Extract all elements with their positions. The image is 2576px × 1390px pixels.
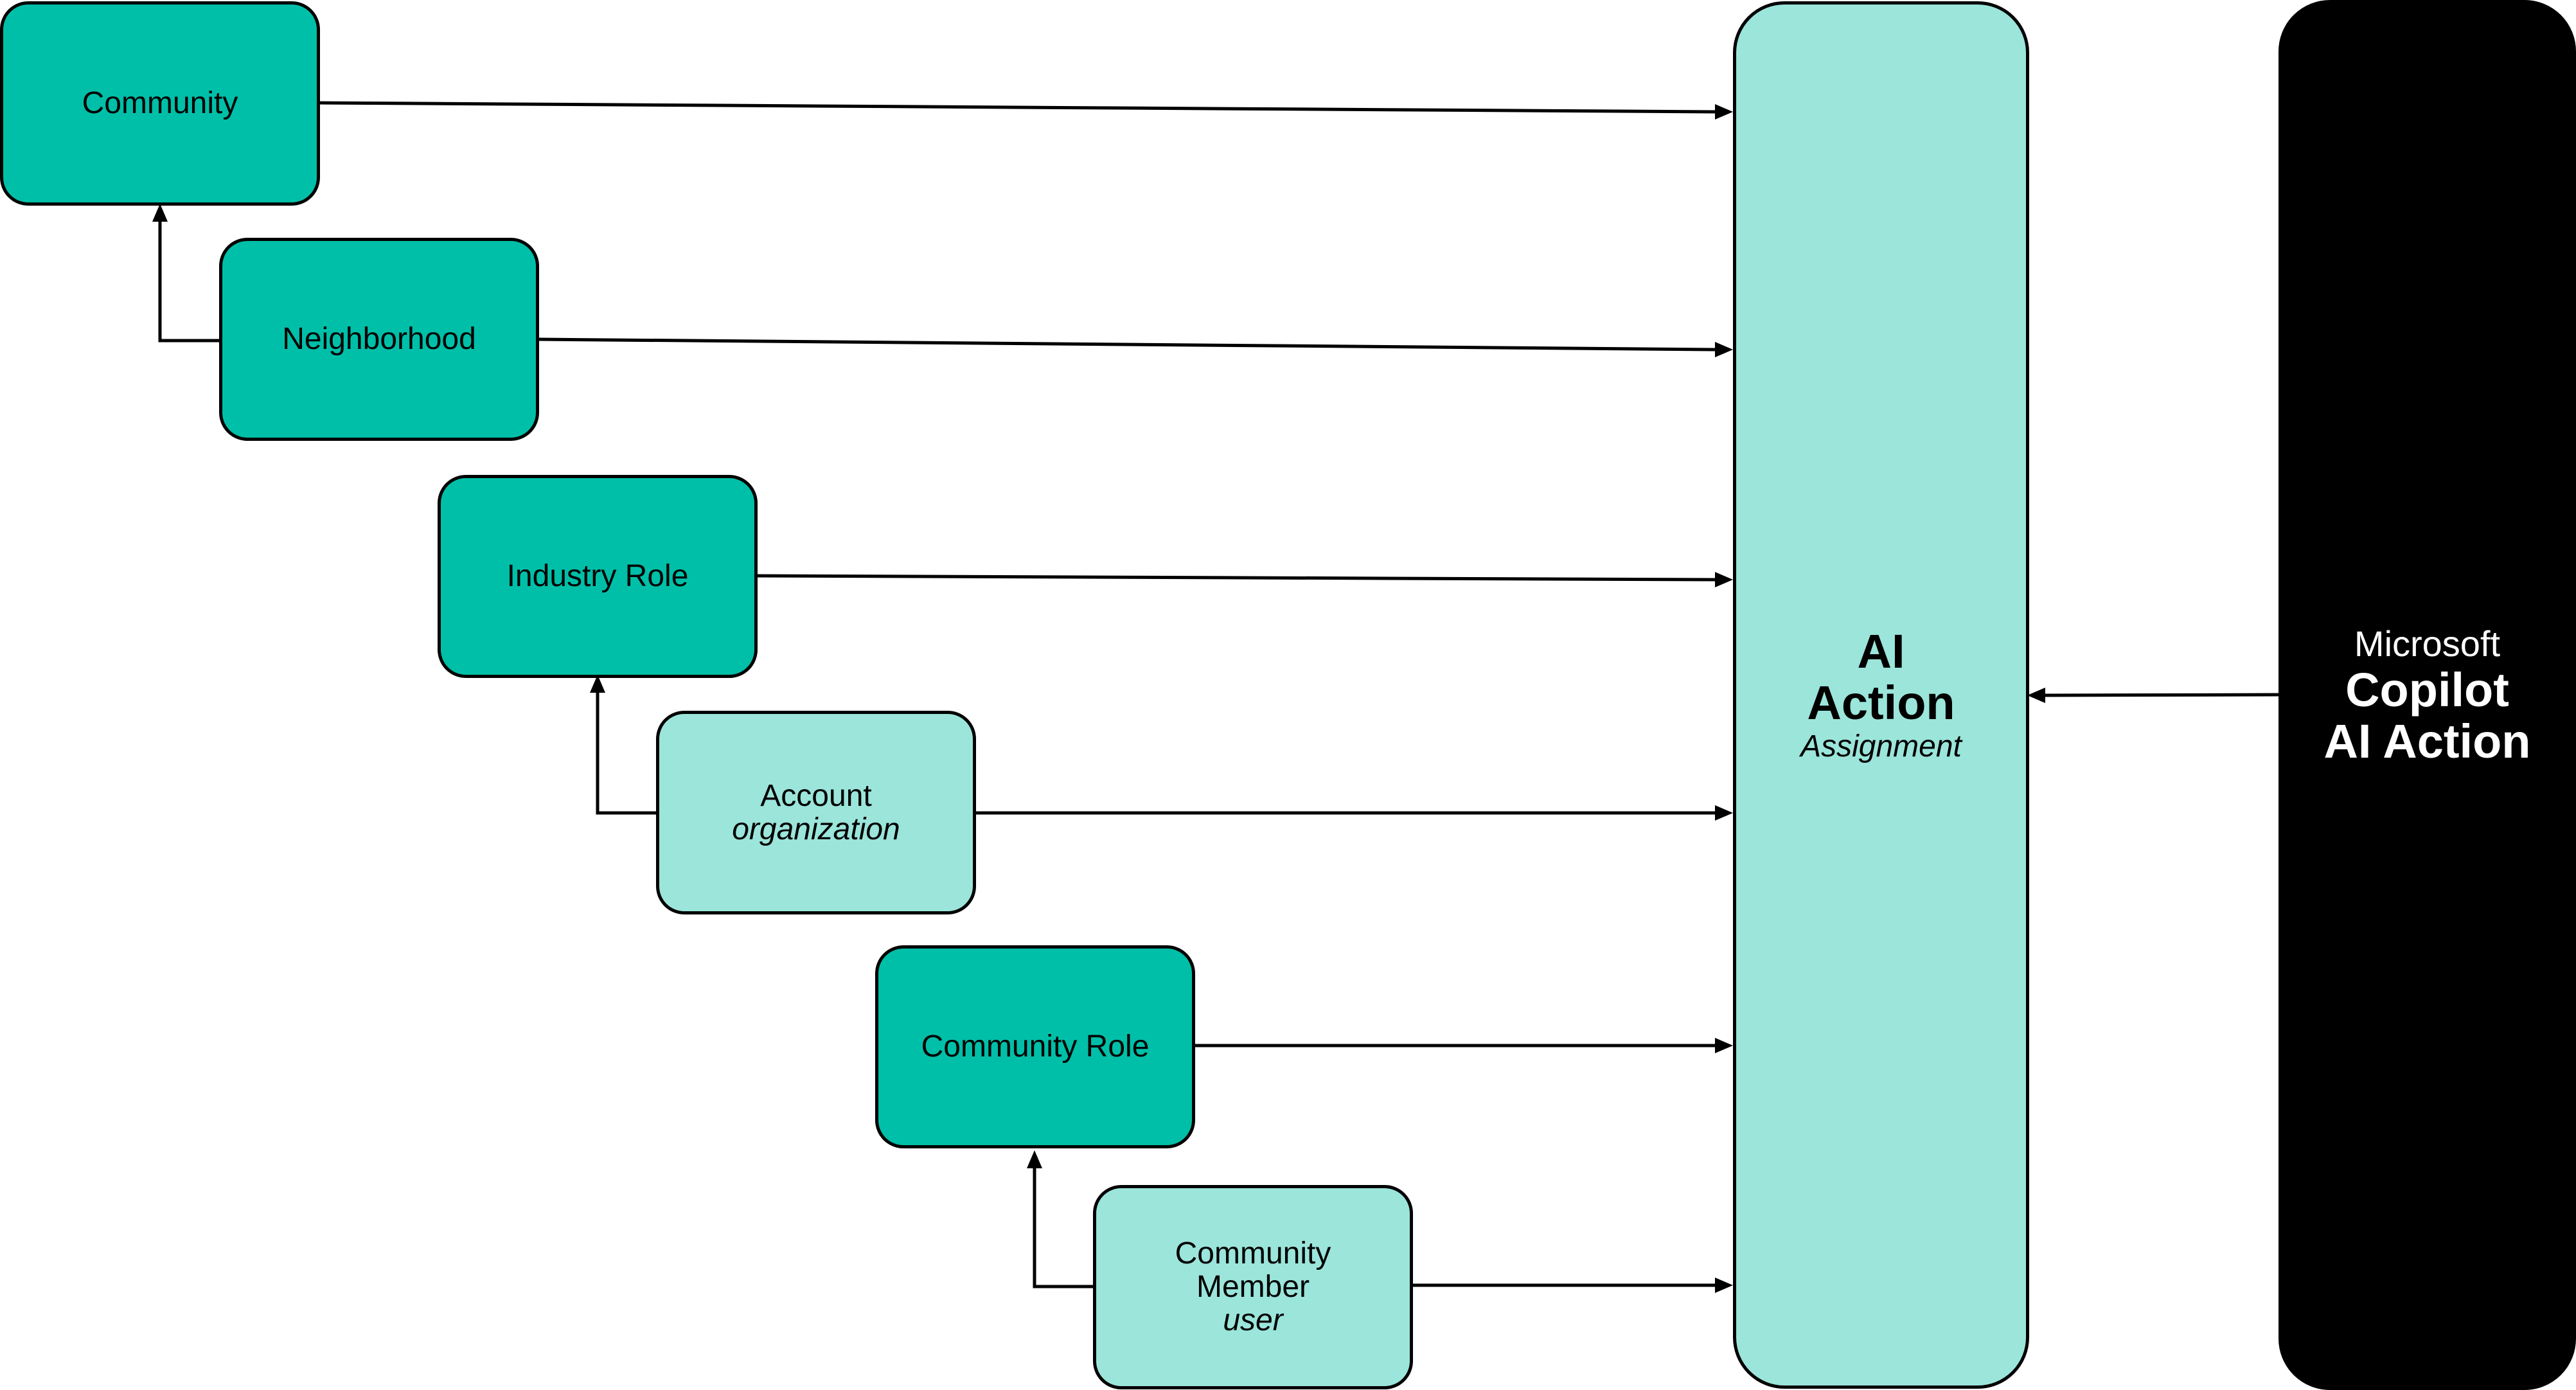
account-sublabel: organization: [732, 812, 900, 846]
community-node[interactable]: Community: [0, 1, 320, 206]
arrow-community-to-ai-action: [317, 101, 1716, 114]
community-member-label-line2: Member: [1196, 1270, 1310, 1304]
arrowhead-community-role: [1715, 1038, 1733, 1053]
copilot-microsoft-label: Microsoft: [2354, 623, 2501, 664]
arrowhead-neighborhood: [1715, 342, 1733, 357]
arrow-neighborhood-to-community: [158, 218, 220, 343]
arrow-neighborhood-to-ai-action: [538, 337, 1716, 352]
arrowhead-account: [1715, 805, 1733, 821]
arrowhead-member-up: [1027, 1150, 1042, 1168]
ai-action-subtitle: Assignment: [1800, 729, 1962, 763]
neighborhood-label: Neighborhood: [282, 322, 476, 356]
industry-role-node[interactable]: Industry Role: [438, 475, 758, 678]
community-role-node[interactable]: Community Role: [875, 945, 1195, 1148]
ai-action-assignment-node[interactable]: AI Action Assignment: [1733, 1, 2029, 1389]
arrowhead-community-member: [1715, 1278, 1733, 1293]
ai-action-title-line2: Action: [1807, 675, 1955, 729]
arrow-member-to-community-role: [1033, 1165, 1095, 1288]
account-node[interactable]: Account organization: [656, 711, 976, 914]
arrow-industry-role-to-ai-action: [756, 574, 1716, 582]
copilot-title: Copilot: [2345, 663, 2509, 717]
arrowhead-community: [1715, 104, 1733, 120]
arrow-account-to-industry-role: [596, 690, 658, 815]
account-label: Account: [760, 778, 872, 813]
community-role-label: Community Role: [921, 1029, 1150, 1064]
arrowhead-industry-role: [1715, 572, 1733, 587]
arrowhead-account-up: [590, 675, 605, 693]
ai-action-title-line1: AI: [1857, 624, 1905, 678]
arrowhead-copilot: [2027, 688, 2045, 703]
community-member-node[interactable]: Community Member user: [1093, 1185, 1413, 1389]
neighborhood-node[interactable]: Neighborhood: [219, 238, 539, 441]
copilot-ai-action-label: AI Action: [2323, 714, 2531, 768]
community-member-label-line1: Community: [1175, 1236, 1331, 1270]
industry-role-label: Industry Role: [506, 559, 689, 593]
arrowhead-neighborhood-up: [152, 204, 168, 222]
community-label: Community: [82, 86, 238, 120]
community-member-sublabel: user: [1223, 1303, 1283, 1337]
copilot-ai-action-node[interactable]: Microsoft Copilot AI Action: [2278, 0, 2576, 1390]
